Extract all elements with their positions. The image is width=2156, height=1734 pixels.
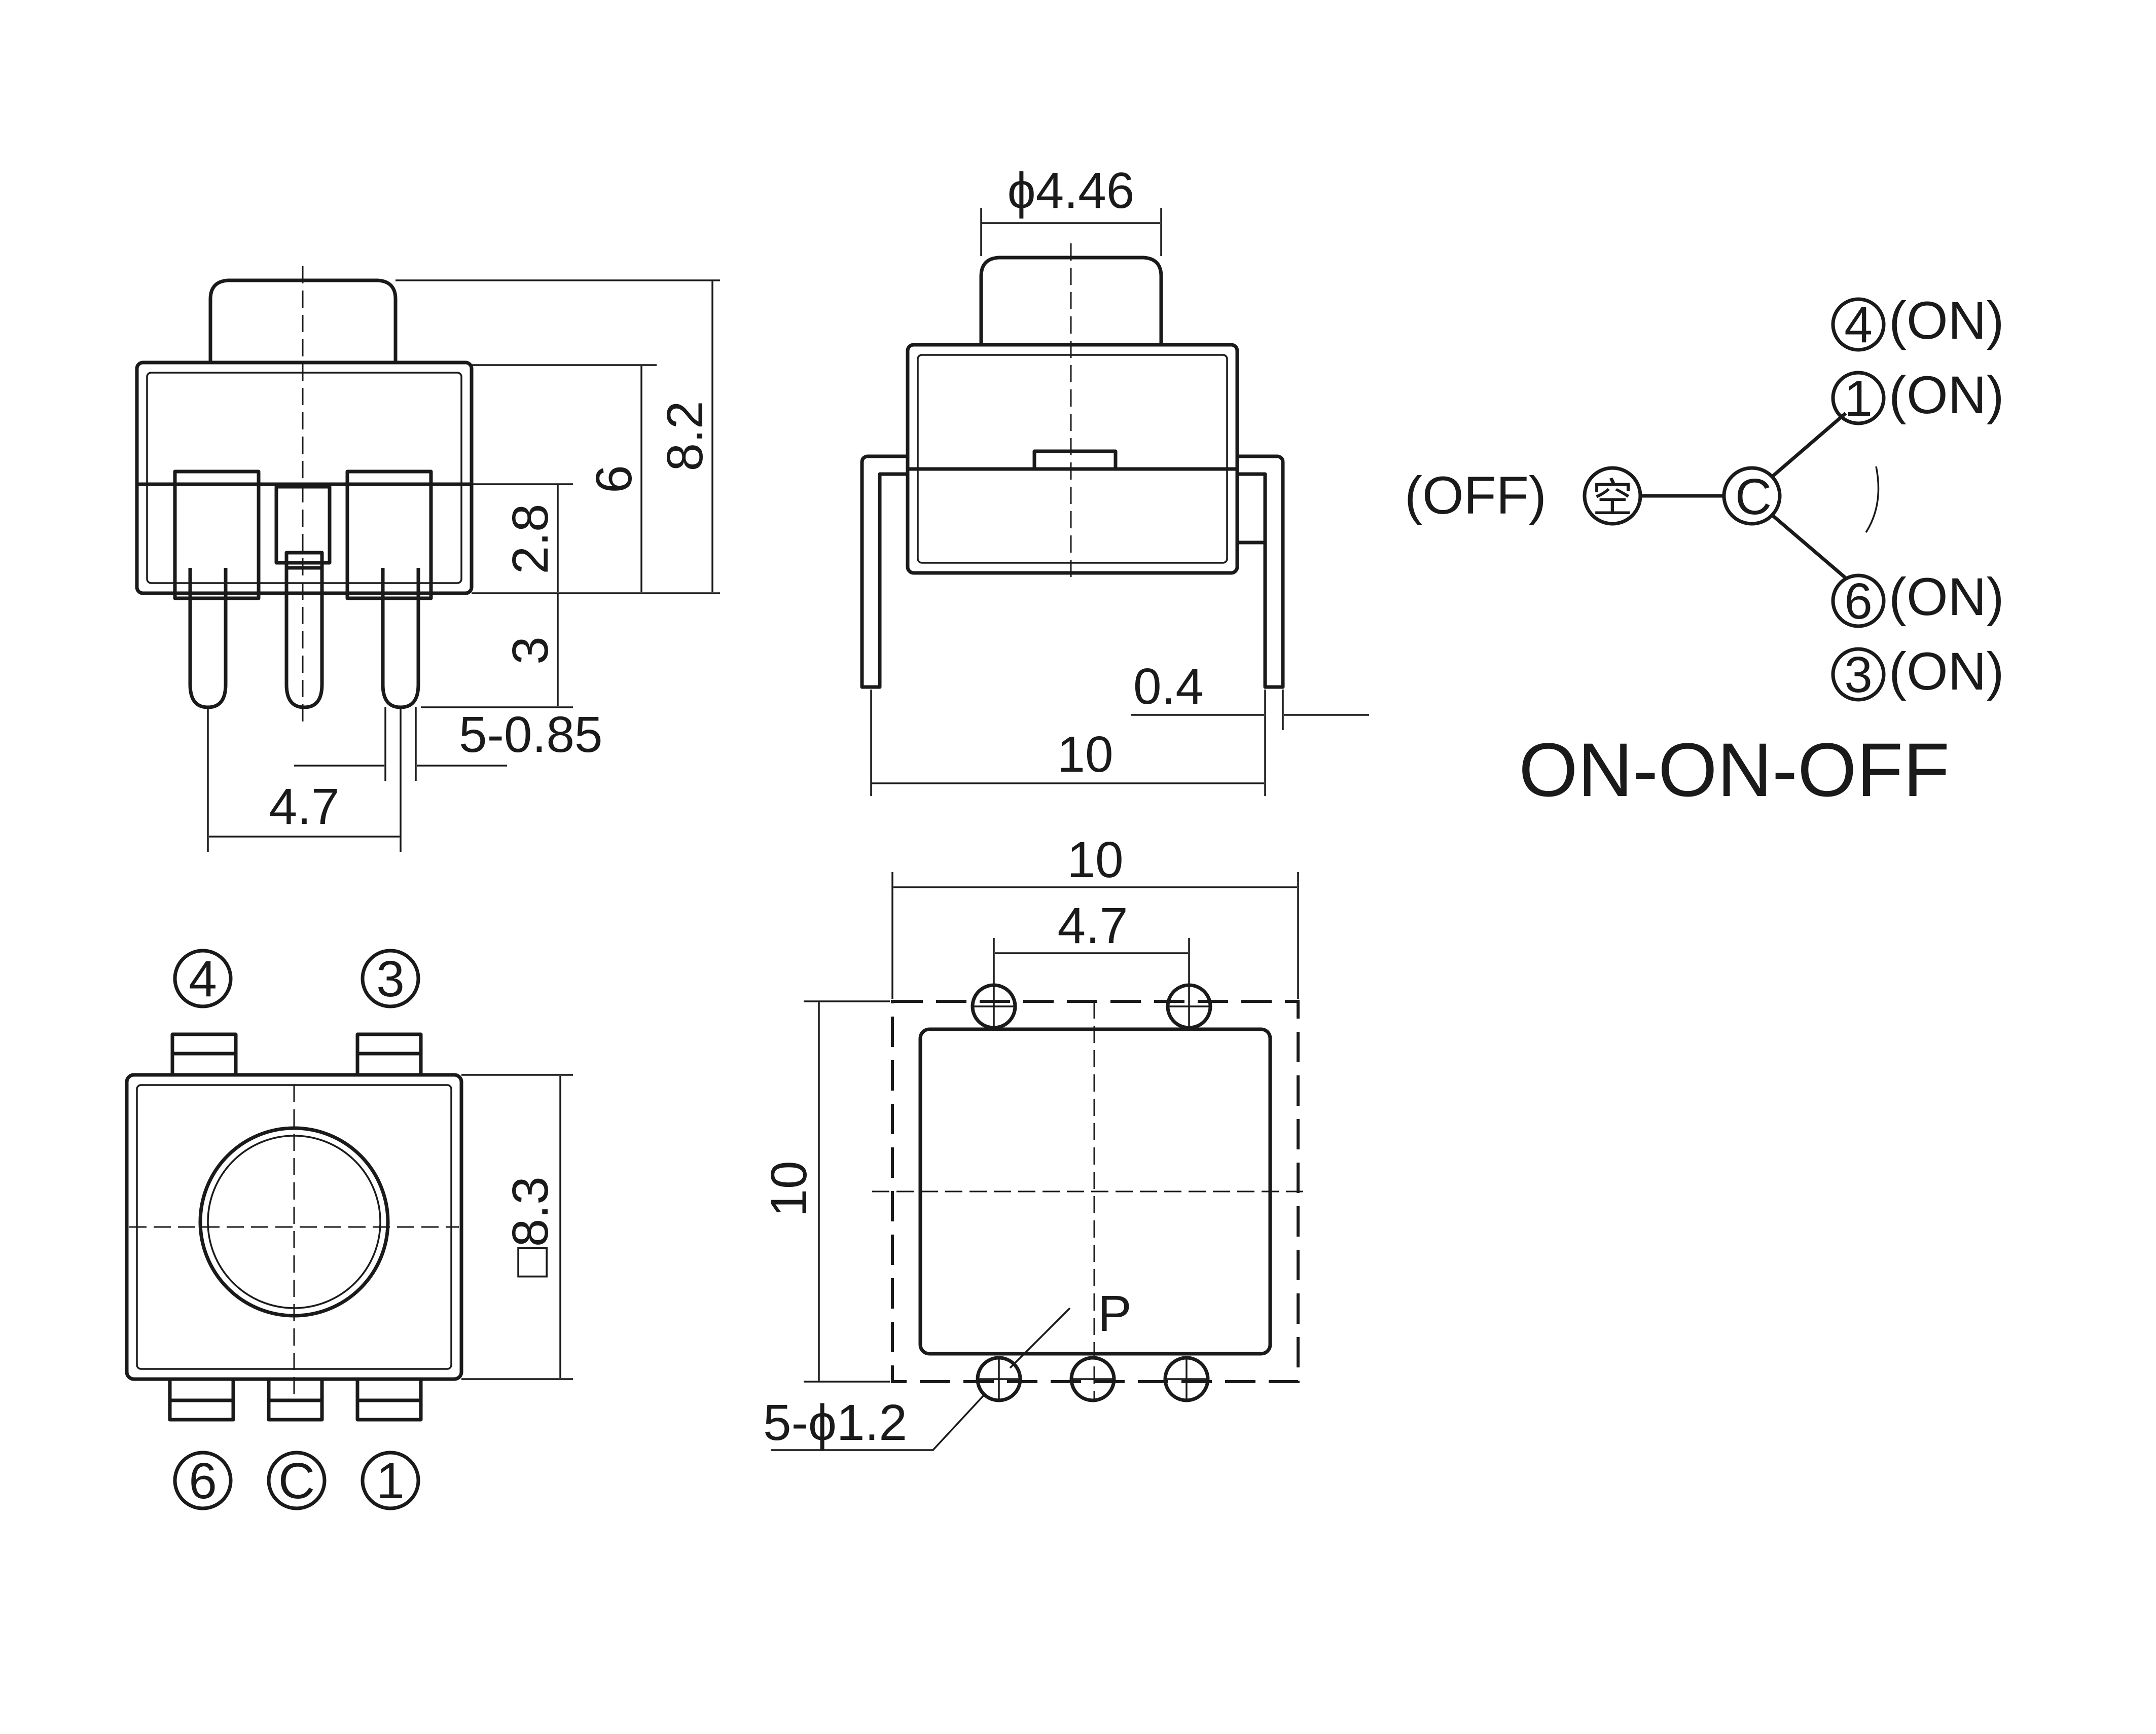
contact-4-number: 4	[1844, 297, 1873, 353]
common-terminal	[1722, 466, 1782, 526]
side-view: 8.2 6 2.8 3 5-0.85 4.7	[135, 266, 720, 852]
hole-callout: 5-ϕ1.2	[763, 1394, 907, 1451]
dim-pin-height: 2.8	[502, 503, 559, 574]
pin-label-1: 1	[376, 1453, 405, 1509]
dim-body-height: 6	[586, 465, 642, 493]
contact-1-state: (ON)	[1889, 366, 2004, 425]
contact-3-circle	[1831, 647, 1886, 702]
dim-footprint-width: 10	[1067, 832, 1123, 888]
dim-square-size: □8.3	[502, 1176, 559, 1277]
pin-label-4: 4	[189, 951, 217, 1007]
front-view-leg-left	[860, 454, 908, 689]
pin-label-c: C	[278, 1453, 315, 1509]
contact-6-circle	[1831, 573, 1886, 628]
common-terminal-symbol: C	[1735, 468, 1772, 525]
pcb-footprint: 10 4.7 10 P 5-ϕ1.2	[761, 832, 1308, 1451]
pin-label-3: 3	[376, 951, 405, 1007]
contact-4-state: (ON)	[1889, 291, 2004, 350]
side-view-pin-right	[345, 469, 433, 600]
dim-footprint-height: 10	[761, 1161, 817, 1217]
dim-pin-width: 5-0.85	[459, 706, 603, 763]
contact-6-state: (ON)	[1889, 567, 2004, 627]
contact-1-circle	[1831, 371, 1886, 425]
rotation-arrow	[1865, 466, 1880, 533]
contact-4-circle	[1831, 297, 1886, 352]
front-view-leg-right	[1237, 454, 1285, 689]
pin-label-6: 6	[189, 1453, 217, 1509]
dim-height-total: 8.2	[657, 401, 713, 471]
dim-pin-pitch: 4.7	[269, 778, 339, 835]
pin-p-label: P	[1098, 1285, 1132, 1342]
off-terminal-symbol: 空	[1592, 475, 1633, 522]
contact-1-number: 1	[1844, 370, 1873, 427]
front-view-body	[906, 343, 1239, 575]
top-view: 4 3 6 C 1 □8.3	[125, 949, 573, 1510]
circuit-schematic: (OFF) 空 C 4 (ON) 1 (ON) 6 (ON) 3 (ON) ON…	[1405, 291, 2004, 812]
schematic-title: ON-ON-OFF	[1519, 727, 1950, 812]
front-view: ϕ4.46 0.4 10	[860, 162, 1369, 796]
dim-pin-length: 3	[502, 636, 559, 665]
dim-leg-thickness: 0.4	[1133, 658, 1204, 715]
dim-hole-pitch: 4.7	[1057, 897, 1128, 954]
contact-3-state: (ON)	[1889, 642, 2004, 701]
dim-front-width: 10	[1057, 726, 1113, 783]
contact-3-number: 3	[1844, 646, 1873, 703]
dim-actuator-diameter: ϕ4.46	[1008, 162, 1135, 219]
off-label: (OFF)	[1405, 466, 1547, 525]
side-view-body	[135, 360, 474, 595]
contact-6-number: 6	[1844, 573, 1873, 630]
side-view-pin-left	[173, 469, 261, 600]
